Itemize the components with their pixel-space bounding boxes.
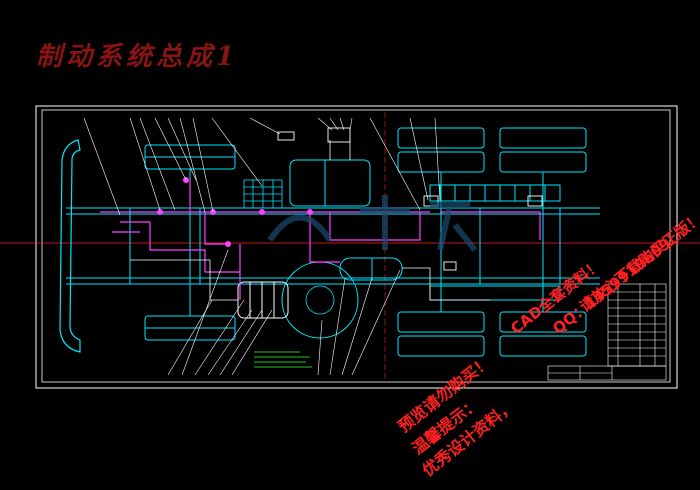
air-brake-lines xyxy=(100,180,541,300)
battery-box xyxy=(243,179,283,209)
air-tank xyxy=(339,257,403,281)
front-wheel-top xyxy=(144,144,236,170)
drawing-title: 制动系统总成1 xyxy=(36,42,239,72)
fuel-tank xyxy=(289,159,371,207)
front-wheel-bottom xyxy=(144,315,236,341)
leader-lines-top xyxy=(83,117,441,216)
leader-lines-bottom xyxy=(167,249,401,376)
drawing-border-inner xyxy=(41,109,671,383)
valve-components xyxy=(277,127,543,271)
front-bumper xyxy=(59,139,81,353)
hydraulic-lines xyxy=(130,140,490,301)
title-block xyxy=(547,365,667,381)
watermark-logo xyxy=(267,195,478,252)
technical-notes xyxy=(254,351,312,368)
spare-wheel-hub xyxy=(305,285,335,315)
parts-list-table xyxy=(607,283,667,367)
rear-wheels xyxy=(397,127,587,357)
brake-chamber-cluster xyxy=(237,281,289,319)
chassis-frame xyxy=(66,207,600,285)
spare-wheel xyxy=(281,261,359,339)
drawing-border-outer xyxy=(35,105,678,389)
valve-markers xyxy=(157,177,313,247)
